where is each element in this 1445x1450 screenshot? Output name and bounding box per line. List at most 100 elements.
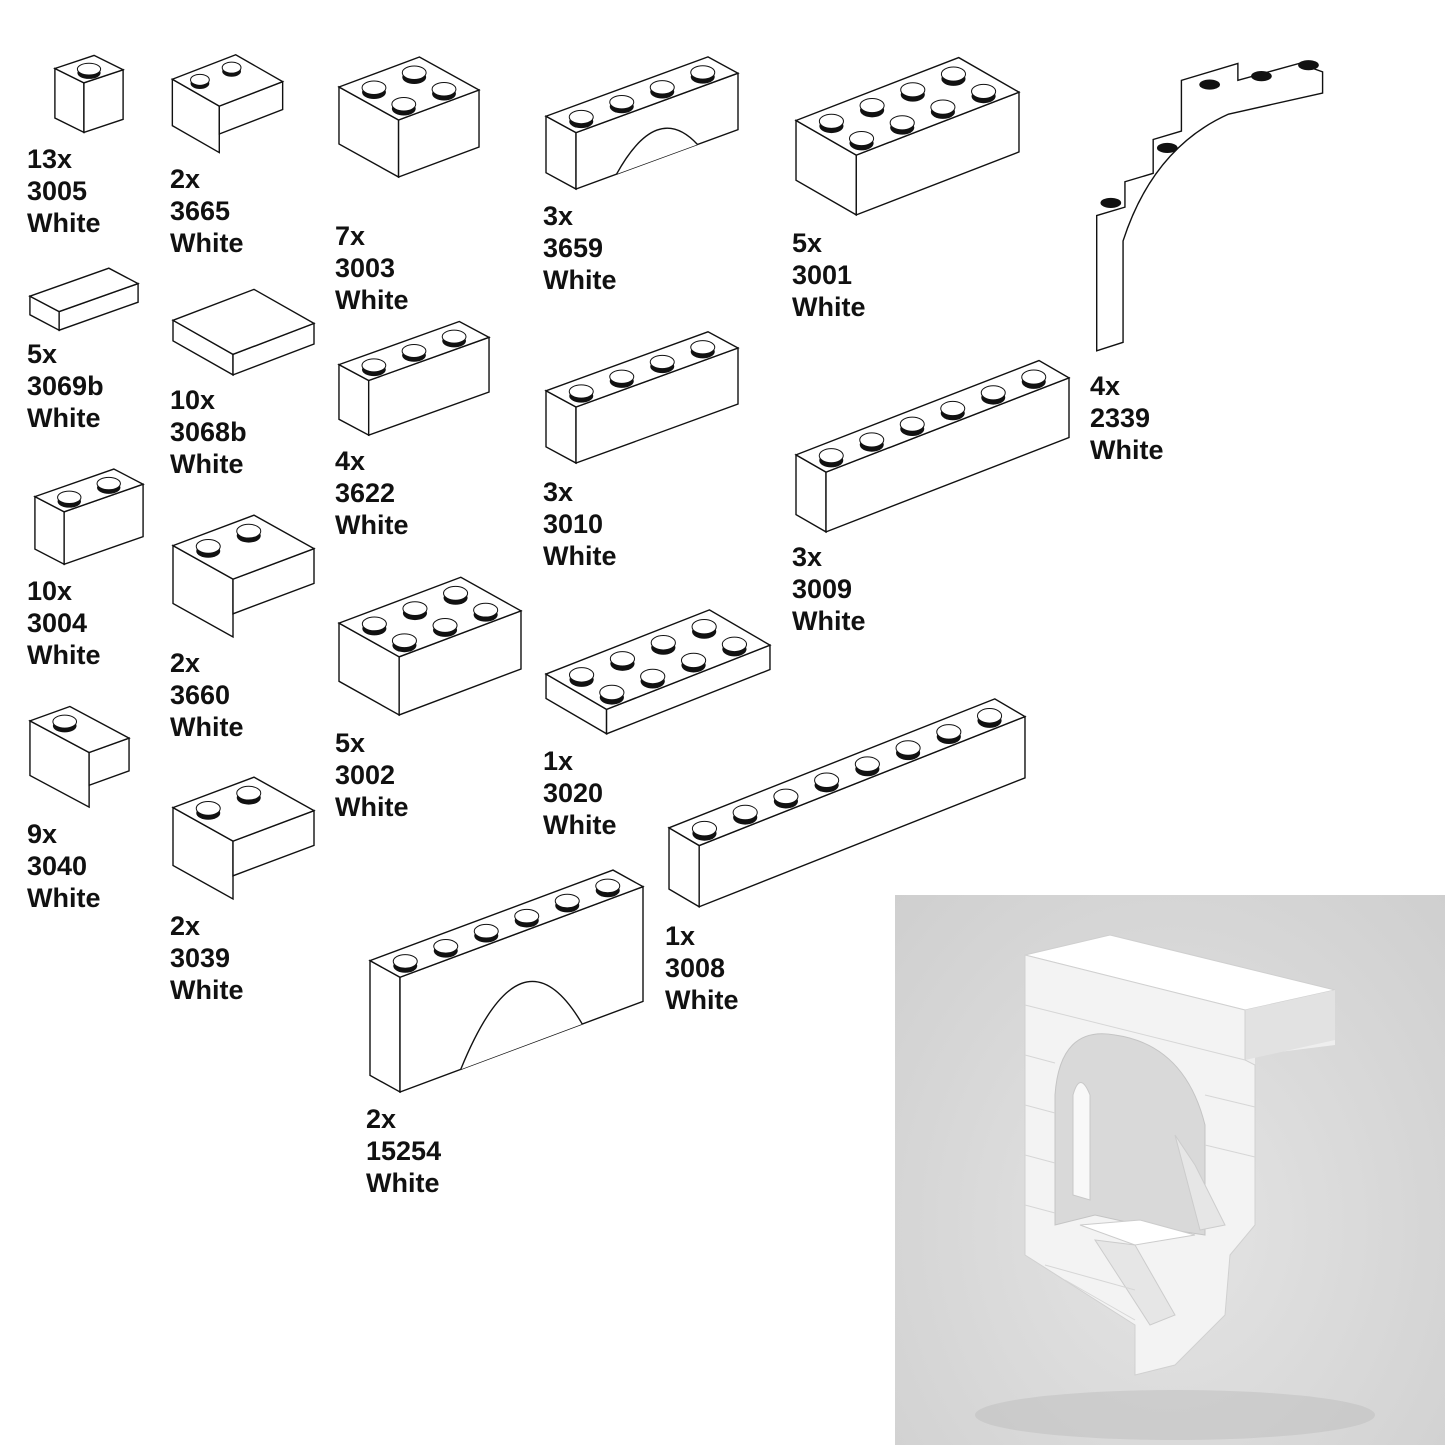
stud-icon bbox=[1199, 79, 1220, 90]
part-qty: 5x bbox=[792, 228, 823, 258]
top-face bbox=[172, 55, 282, 106]
part-qty: 2x bbox=[170, 911, 201, 941]
part-color: White bbox=[792, 606, 866, 636]
part-3665-drawing bbox=[170, 45, 285, 155]
part-part-no: 3020 bbox=[543, 778, 604, 808]
part-3008-drawing bbox=[666, 686, 1028, 910]
top-face bbox=[173, 777, 314, 841]
top-face bbox=[173, 515, 314, 579]
stud-icon bbox=[1156, 142, 1178, 154]
part-color: White bbox=[170, 449, 244, 479]
part-3660-drawing bbox=[170, 503, 317, 640]
part-color: White bbox=[335, 792, 409, 822]
part-part-no: 3660 bbox=[170, 680, 231, 710]
top-face bbox=[339, 577, 521, 657]
part-color: White bbox=[170, 975, 244, 1005]
part-color: White bbox=[543, 265, 617, 295]
part-part-no: 3003 bbox=[335, 253, 396, 283]
arch-cutout bbox=[617, 128, 698, 174]
side-face bbox=[370, 961, 400, 1092]
part-qty: 5x bbox=[27, 339, 58, 369]
part-3002-drawing bbox=[336, 565, 524, 718]
part-3003-drawing bbox=[336, 45, 482, 180]
top-face bbox=[669, 699, 1025, 846]
part-part-no: 3004 bbox=[27, 608, 88, 638]
part-color: White bbox=[170, 712, 244, 742]
part-3068b-drawing bbox=[170, 277, 317, 378]
part-3659-drawing bbox=[543, 45, 741, 192]
part-part-no: 3039 bbox=[170, 943, 231, 973]
part-qty: 2x bbox=[366, 1104, 397, 1134]
part-color: White bbox=[366, 1168, 440, 1198]
part-part-no: 3665 bbox=[170, 196, 231, 226]
part-color: White bbox=[543, 541, 617, 571]
part-3039-drawing bbox=[170, 765, 317, 902]
top-face bbox=[173, 289, 314, 354]
part-part-no: 3005 bbox=[27, 176, 88, 206]
part-part-no: 3659 bbox=[543, 233, 604, 263]
part-color: White bbox=[543, 810, 617, 840]
part-color: White bbox=[335, 510, 409, 540]
assembled-model-render bbox=[895, 895, 1445, 1445]
part-color: White bbox=[335, 285, 409, 315]
part-part-no: 3068b bbox=[170, 417, 247, 447]
stud-icon bbox=[1298, 60, 1319, 71]
part-qty: 1x bbox=[543, 746, 574, 776]
part-qty: 3x bbox=[792, 542, 823, 572]
part-qty: 13x bbox=[27, 144, 73, 174]
stud-icon bbox=[1100, 197, 1122, 208]
part-15254-drawing bbox=[367, 858, 646, 1095]
part-qty: 7x bbox=[335, 221, 366, 251]
top-face bbox=[30, 268, 138, 311]
part-color: White bbox=[27, 883, 101, 913]
part-part-no: 3069b bbox=[27, 371, 104, 401]
arch-cutout bbox=[461, 981, 583, 1069]
part-part-no: 3002 bbox=[335, 760, 396, 790]
part-qty: 10x bbox=[27, 576, 73, 606]
part-color: White bbox=[1090, 435, 1164, 465]
top-face bbox=[546, 332, 738, 407]
part-qty: 9x bbox=[27, 819, 58, 849]
part-shape bbox=[1097, 63, 1323, 350]
part-3009-drawing bbox=[793, 348, 1072, 535]
part-3020-drawing bbox=[543, 597, 773, 737]
part-qty: 3x bbox=[543, 201, 574, 231]
stud-icon bbox=[1251, 71, 1272, 82]
part-qty: 2x bbox=[170, 164, 201, 194]
part-3069b-drawing bbox=[27, 257, 141, 333]
part-part-no: 3040 bbox=[27, 851, 88, 881]
part-3004-drawing bbox=[32, 458, 146, 567]
part-qty: 4x bbox=[335, 446, 366, 476]
part-3010-drawing bbox=[543, 320, 741, 466]
part-part-no: 3622 bbox=[335, 478, 396, 508]
model-render-image bbox=[975, 934, 1375, 1440]
part-3040-drawing bbox=[27, 695, 132, 810]
part-part-no: 3010 bbox=[543, 509, 604, 539]
part-qty: 10x bbox=[170, 385, 216, 415]
part-qty: 3x bbox=[543, 477, 574, 507]
part-color: White bbox=[27, 403, 101, 433]
part-part-no: 15254 bbox=[366, 1136, 442, 1166]
top-face bbox=[339, 57, 479, 120]
part-3001-drawing bbox=[793, 45, 1022, 218]
part-color: White bbox=[792, 292, 866, 322]
part-3622-drawing bbox=[336, 310, 492, 438]
part-qty: 5x bbox=[335, 728, 366, 758]
part-part-no: 3009 bbox=[792, 574, 853, 604]
part-color: White bbox=[170, 228, 244, 258]
